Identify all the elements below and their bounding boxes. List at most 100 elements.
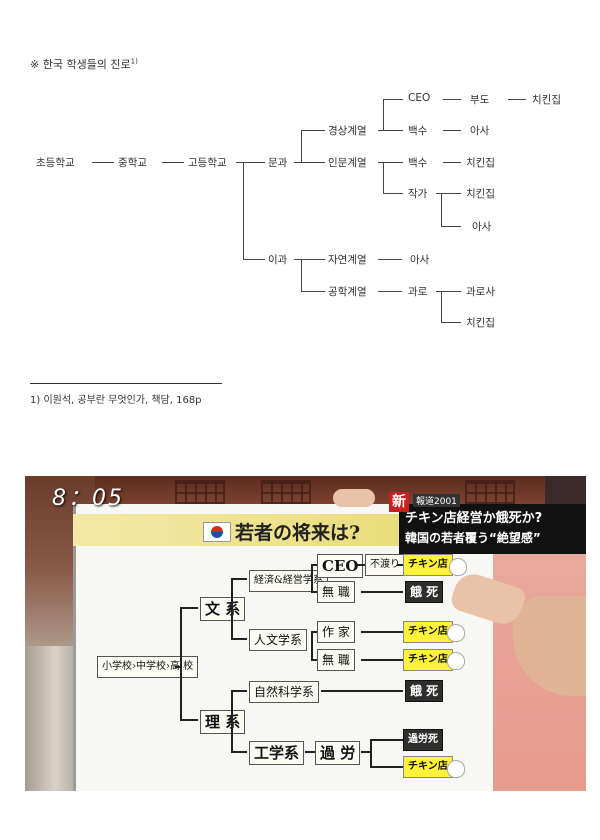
tv-node-chicken-2: チキン店 [403, 621, 453, 643]
connector [378, 130, 384, 131]
tv-connector [231, 690, 233, 752]
tv-node-karou: 過 労 [315, 741, 361, 765]
connector [236, 162, 244, 163]
tv-node-sakka: 作 家 [317, 621, 355, 643]
connector [301, 259, 325, 260]
connector [441, 193, 442, 227]
connector [443, 99, 461, 100]
node-liberal-arts: 인문계열 [328, 157, 367, 169]
tv-connector [231, 638, 247, 640]
footnote-marker: 1) [130, 57, 138, 66]
node-writer: 작가 [408, 188, 428, 200]
node-ceo: CEO [408, 92, 431, 104]
connector [436, 193, 442, 194]
node-bankruptcy: 부도 [470, 94, 490, 106]
connector [383, 99, 403, 100]
connector [301, 162, 325, 163]
board-header-band [73, 514, 415, 546]
connector [243, 162, 265, 163]
node-natural-science: 자연계열 [328, 254, 367, 266]
tv-connector [180, 719, 198, 721]
tv-node-gashi-2: 餓 死 [405, 680, 444, 702]
connector [378, 162, 384, 163]
connector [301, 291, 325, 292]
tv-node-mushoku-1: 無 職 [317, 581, 355, 603]
show-name: 報道2001 [413, 494, 460, 507]
node-starve-2: 아사 [472, 221, 492, 233]
tv-connector [361, 751, 371, 753]
node-science: 이과 [268, 254, 288, 266]
connector [441, 291, 442, 323]
tv-connector [231, 690, 247, 692]
tv-connector [361, 631, 403, 633]
tv-node-rikei: 理 系 [200, 710, 246, 734]
connector [243, 259, 265, 260]
connector [383, 130, 403, 131]
korean-chart-title: ※ 한국 학생들의 진로1) [30, 57, 138, 71]
connector [436, 291, 442, 292]
tv-connector [311, 564, 317, 566]
node-middle: 중학교 [118, 157, 147, 169]
connector [301, 259, 302, 292]
headline-caption [399, 504, 586, 554]
tv-connector [361, 659, 403, 661]
connector [294, 259, 302, 260]
tv-connector [370, 766, 403, 768]
tv-connector [311, 591, 317, 593]
tv-connector [231, 578, 233, 638]
connector [383, 162, 384, 194]
chicken-icon [447, 652, 465, 670]
show-logo: 新 [389, 492, 409, 512]
tv-node-kogaku: 工学系 [249, 741, 305, 765]
node-humanities: 문과 [268, 157, 288, 169]
connector [441, 226, 461, 227]
node-high: 고등학교 [188, 157, 227, 169]
connector [443, 162, 461, 163]
tv-connector [397, 564, 403, 566]
connector [301, 130, 325, 131]
tv-node-mushoku-2: 無 職 [317, 649, 355, 671]
connector [383, 193, 403, 194]
connector [162, 162, 184, 163]
node-unemployed-1: 백수 [408, 125, 428, 137]
node-engineering: 공학계열 [328, 286, 367, 298]
tv-node-karoushi: 過労死 [403, 729, 443, 751]
tv-node-gashi-1: 餓 死 [405, 581, 444, 603]
tv-connector [370, 739, 403, 741]
tv-connector [180, 607, 182, 720]
connector [383, 162, 403, 163]
headline-line-2: 韓国の若者覆う“絶望感” [405, 531, 541, 545]
tv-connector [305, 751, 315, 753]
hand-top [333, 489, 375, 507]
tv-connector [321, 690, 403, 692]
tv-node-chicken-3: チキン店 [403, 649, 453, 671]
node-elementary: 초등학교 [36, 157, 75, 169]
tv-screenshot: 若者の将来は? 新 報道2001 チキン店経営か餓死か? 韓国の若者覆う“絶望感… [25, 476, 586, 791]
tv-connector [180, 607, 198, 609]
tv-node-ceo: CEO [317, 554, 364, 578]
node-starve-1: 아사 [470, 125, 490, 137]
tv-node-shizen: 自然科学系 [249, 681, 320, 703]
tv-node-chicken-1: チキン店 [403, 554, 453, 576]
tv-connector [231, 751, 247, 753]
node-business: 경상계열 [328, 125, 367, 137]
node-chicken-2: 치킨집 [466, 157, 495, 169]
tv-node-chicken-4: チキン店 [403, 756, 453, 778]
node-karoshi: 과로사 [466, 286, 495, 298]
tv-connector [370, 739, 372, 767]
connector [441, 322, 461, 323]
footnote: 1) 이원석, 공부란 무엇인가, 책담, 168p [30, 395, 202, 406]
tv-node-school: 小学校›中学校›高 校 [97, 656, 199, 678]
board-title: 若者の将来は? [235, 522, 361, 544]
connector [92, 162, 114, 163]
broadcast-clock: 8：05 [52, 486, 124, 511]
node-unemployed-2: 백수 [408, 157, 428, 169]
connector [508, 99, 526, 100]
chicken-icon [447, 624, 465, 642]
chicken-icon [449, 558, 467, 576]
chicken-icon [447, 760, 465, 778]
tv-connector [311, 631, 317, 633]
headline-line-1: チキン店経営か餓死か? [405, 511, 543, 526]
connector [301, 130, 302, 163]
node-chicken-3: 치킨집 [466, 188, 495, 200]
